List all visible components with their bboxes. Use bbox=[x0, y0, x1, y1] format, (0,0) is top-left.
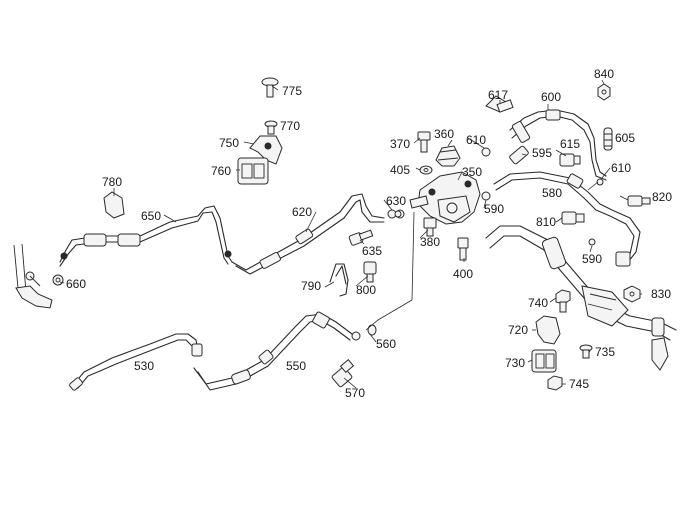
label-840: 840 bbox=[594, 67, 614, 81]
label-720: 720 bbox=[508, 323, 528, 337]
label-400: 400 bbox=[453, 267, 473, 281]
label-600: 600 bbox=[541, 90, 561, 104]
label-660: 660 bbox=[66, 277, 86, 291]
label-580: 580 bbox=[542, 186, 562, 200]
cap-360 bbox=[435, 145, 461, 167]
hose-650 bbox=[59, 205, 233, 267]
part-labels: 775 770 750 760 780 650 660 620 630 635 … bbox=[66, 67, 672, 400]
seal-590b bbox=[588, 238, 596, 246]
label-730: 730 bbox=[505, 356, 525, 370]
label-350: 350 bbox=[462, 165, 482, 179]
label-550: 550 bbox=[286, 359, 306, 373]
hose-550 bbox=[193, 311, 377, 391]
washer-660 bbox=[52, 274, 64, 286]
screw-735 bbox=[579, 344, 593, 359]
washer-405 bbox=[419, 165, 433, 175]
clamp-720 bbox=[535, 315, 561, 345]
label-610-b: 610 bbox=[611, 161, 631, 175]
label-360: 360 bbox=[434, 127, 454, 141]
label-615: 615 bbox=[560, 137, 580, 151]
screw-770 bbox=[264, 120, 278, 135]
label-405: 405 bbox=[390, 163, 410, 177]
nut-840 bbox=[597, 83, 611, 101]
fitting-570 bbox=[331, 359, 355, 388]
label-595: 595 bbox=[532, 146, 552, 160]
label-810: 810 bbox=[536, 215, 556, 229]
label-790: 790 bbox=[301, 279, 321, 293]
label-750: 750 bbox=[219, 136, 239, 150]
pipe-617 bbox=[485, 95, 514, 113]
label-650: 650 bbox=[141, 209, 161, 223]
label-610-a: 610 bbox=[466, 133, 486, 147]
leader-lines bbox=[59, 79, 642, 389]
label-530: 530 bbox=[134, 359, 154, 373]
bolt-810 bbox=[561, 211, 585, 225]
cooler-pipe bbox=[485, 225, 677, 371]
clip-780 bbox=[103, 191, 125, 219]
label-800: 800 bbox=[356, 283, 376, 297]
hose-530 bbox=[69, 333, 203, 391]
fitting-400 bbox=[457, 237, 469, 261]
label-560: 560 bbox=[376, 337, 396, 351]
sleeve-605 bbox=[603, 127, 613, 151]
holder-760 bbox=[237, 157, 269, 185]
bolt-380 bbox=[423, 217, 437, 237]
label-617: 617 bbox=[488, 88, 508, 102]
label-620: 620 bbox=[292, 205, 312, 219]
label-635: 635 bbox=[362, 244, 382, 258]
label-605: 605 bbox=[615, 131, 635, 145]
pump-valve-assembly bbox=[409, 171, 481, 225]
bolt-370 bbox=[417, 131, 431, 153]
label-740: 740 bbox=[528, 296, 548, 310]
label-775: 775 bbox=[282, 84, 302, 98]
seal-610a bbox=[481, 147, 491, 157]
label-590-a: 590 bbox=[484, 202, 504, 216]
label-830: 830 bbox=[651, 287, 671, 301]
bolt-635 bbox=[348, 229, 374, 246]
label-380: 380 bbox=[420, 235, 440, 249]
label-370: 370 bbox=[390, 137, 410, 151]
label-780: 780 bbox=[102, 175, 122, 189]
bolt-800 bbox=[363, 261, 377, 283]
seal-630 bbox=[394, 210, 402, 218]
label-820: 820 bbox=[652, 190, 672, 204]
label-630: 630 bbox=[386, 194, 406, 208]
seal-590a bbox=[481, 191, 491, 201]
label-745: 745 bbox=[569, 377, 589, 391]
seal-610b bbox=[596, 178, 604, 186]
label-735: 735 bbox=[595, 345, 615, 359]
nut-830 bbox=[623, 285, 641, 303]
label-570: 570 bbox=[345, 386, 365, 400]
fitting-615 bbox=[559, 153, 581, 167]
clamp-750 bbox=[249, 135, 283, 165]
nut-745 bbox=[547, 375, 563, 391]
label-760: 760 bbox=[211, 164, 231, 178]
hose-600 bbox=[509, 109, 607, 181]
hose-580 bbox=[493, 171, 641, 267]
label-770: 770 bbox=[280, 119, 300, 133]
bolt-820 bbox=[627, 195, 651, 207]
hose-620 bbox=[231, 193, 405, 275]
bolt-595 bbox=[509, 145, 529, 165]
clip-775 bbox=[261, 77, 279, 98]
bracket-assembly-left bbox=[13, 243, 53, 309]
bolt-740 bbox=[555, 289, 571, 313]
label-590-b: 590 bbox=[582, 252, 602, 266]
holder-730 bbox=[531, 349, 557, 373]
clamp-790 bbox=[329, 263, 349, 297]
